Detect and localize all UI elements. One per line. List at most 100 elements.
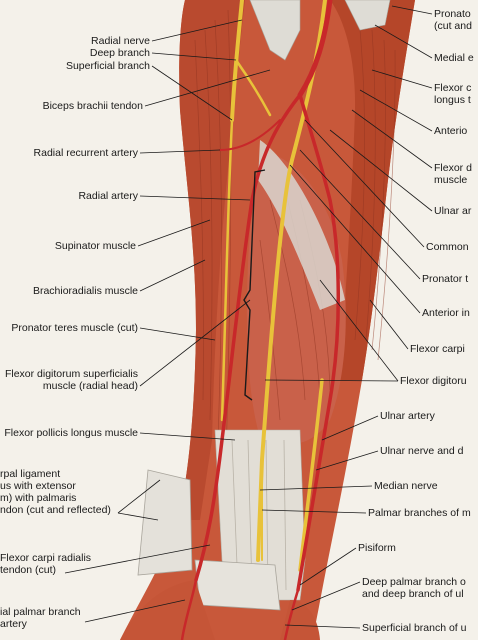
superficial-palmar-branch	[180, 578, 198, 640]
leader-fcr-longus	[371, 69, 433, 89]
label-fcr-tendon: Flexor carpi radialis tendon (cut)	[0, 552, 91, 576]
leader-ulnar-nerve	[315, 450, 379, 471]
leader-brachioradialis	[139, 259, 206, 292]
label-brachioradialis-muscle: Brachioradialis muscle	[32, 285, 138, 297]
label-ligament-line4: ndon (cut and reflected)	[0, 504, 111, 516]
leader-ligament-b	[117, 512, 159, 521]
leader-radial-nerve	[151, 19, 243, 42]
label-pronator-line1: Pronato	[434, 8, 471, 20]
label-superficial-branch: Superficial branch	[65, 60, 150, 72]
label-palmar-line1: ial palmar branch	[0, 606, 81, 618]
label-biceps-brachii-tendon: Biceps brachii tendon	[42, 100, 143, 112]
label-palmar-line2: artery	[0, 618, 27, 630]
brachioradialis-band	[178, 0, 245, 520]
leader-fpl	[139, 432, 236, 441]
leader-superficial-branch	[151, 65, 233, 121]
label-fcl-line1: Flexor c	[434, 82, 472, 94]
leader-ulnar-artery-top	[329, 129, 433, 212]
label-fdm-line2: muscle	[434, 174, 468, 186]
leader-fds-radial-head	[139, 299, 251, 387]
label-ulnar-nerve: Ulnar nerve and d	[380, 445, 464, 457]
leader-pronator-teres-r	[299, 149, 421, 280]
leader-radial-recurrent	[139, 149, 221, 154]
label-fcr-line1: Flexor carpi radialis	[0, 552, 92, 564]
label-deep-palmar-branch: Deep palmar branch o and deep branch of …	[362, 576, 466, 600]
leader-pronator-teres	[139, 327, 216, 341]
label-dpb-line1: Deep palmar branch o	[362, 576, 466, 588]
hypothenar-muscles	[280, 600, 320, 640]
leader-supinator	[137, 219, 211, 247]
label-fcl-line2: longus t	[434, 94, 471, 106]
leader-flexor-d	[351, 109, 433, 169]
biceps-tendon	[249, 0, 301, 61]
label-fds-radial-head: Flexor digitorum superficialis muscle (r…	[5, 368, 138, 392]
leader-pisiform	[299, 547, 357, 586]
leader-pronator-cut	[391, 5, 433, 15]
pronator-tendon-top	[344, 0, 391, 31]
leader-median-nerve	[259, 485, 373, 491]
label-fds-line2: muscle (radial head)	[42, 380, 138, 392]
leader-superficial-ulnar	[284, 624, 361, 629]
label-anterior-interosseous: Anterior in	[422, 307, 470, 319]
label-pisiform: Pisiform	[358, 542, 396, 554]
ulnar-nerve	[298, 378, 324, 572]
label-flexor-d-muscle: Flexor d muscle	[434, 162, 472, 186]
leader-anterior-in	[289, 164, 421, 314]
ulnar-artery	[296, 93, 341, 592]
leader-palmar-branch	[84, 599, 186, 623]
leader-medial-epicondyle	[374, 24, 433, 59]
label-deep-branch: Deep branch	[89, 47, 150, 59]
leader-deep-palmar	[291, 581, 361, 611]
right-leader-lines	[259, 5, 433, 629]
arteries	[180, 0, 341, 640]
wrist-retinaculum	[194, 559, 281, 611]
leader-flexor-digitorum-a	[319, 279, 399, 382]
label-anterior: Anterio	[434, 125, 468, 137]
label-pronator-teres-muscle: Pronator teres muscle (cut)	[11, 322, 138, 334]
label-fcr-line2: tendon (cut)	[0, 564, 57, 576]
superficial-branch-radial	[220, 118, 234, 422]
radial-head-bracket	[243, 169, 266, 401]
leader-fcr-tendon	[64, 544, 211, 574]
deep-branch-radial	[234, 58, 272, 117]
label-median-nerve: Median nerve	[374, 480, 438, 492]
label-superficial-branch-ulnar: Superficial branch of u	[362, 622, 467, 634]
label-pronator-line2: (cut and	[434, 20, 472, 32]
label-common: Common	[426, 241, 469, 253]
leader-palmar-branches	[261, 509, 367, 514]
radial-recurrent-artery	[219, 119, 281, 151]
label-radial-nerve: Radial nerve	[91, 35, 150, 47]
label-pronator-teres-right: Pronator t	[422, 273, 469, 285]
aponeurosis-center	[258, 140, 345, 310]
deep-palmar-branch	[283, 588, 300, 640]
leader-radial-artery	[139, 195, 251, 201]
label-ulnar-artery: Ulnar artery	[380, 410, 435, 422]
label-supinator-muscle: Supinator muscle	[54, 240, 136, 252]
left-leader-lines	[64, 19, 271, 623]
leader-flexor-carpi	[369, 299, 409, 350]
flexor-mass	[330, 0, 415, 380]
label-ligament-line1: rpal ligament	[0, 468, 61, 480]
leader-ulnar-artery	[321, 415, 379, 441]
label-flexor-pollicis-longus: Flexor pollicis longus muscle	[4, 427, 138, 439]
label-dpb-line2: and deep branch of ul	[362, 588, 464, 600]
label-medial-epicondyle: Medial e	[434, 52, 474, 64]
superficialis-center	[246, 150, 346, 444]
label-radial-recurrent-artery: Radial recurrent artery	[33, 147, 138, 159]
label-superficial-palmar-branch: ial palmar branch artery	[0, 606, 81, 630]
brachial-artery	[297, 0, 333, 98]
leader-deep-branch	[151, 52, 237, 61]
label-ligament-line2: us with extensor	[0, 480, 76, 492]
label-fds-line1: Flexor digitorum superficialis	[4, 368, 138, 380]
label-flexor-digitorum: Flexor digitoru	[400, 375, 467, 387]
label-radial-artery: Radial artery	[78, 190, 138, 202]
label-palmar-branches-median: Palmar branches of m	[368, 507, 471, 519]
label-ligament-line3: m) with palmaris	[0, 492, 77, 504]
leader-common	[304, 119, 425, 248]
leader-anterior	[359, 89, 433, 132]
leader-flexor-digitorum-b	[264, 379, 399, 382]
leader-biceps-tendon	[144, 69, 271, 107]
label-ulnar-artery-top: Ulnar ar	[434, 205, 472, 217]
